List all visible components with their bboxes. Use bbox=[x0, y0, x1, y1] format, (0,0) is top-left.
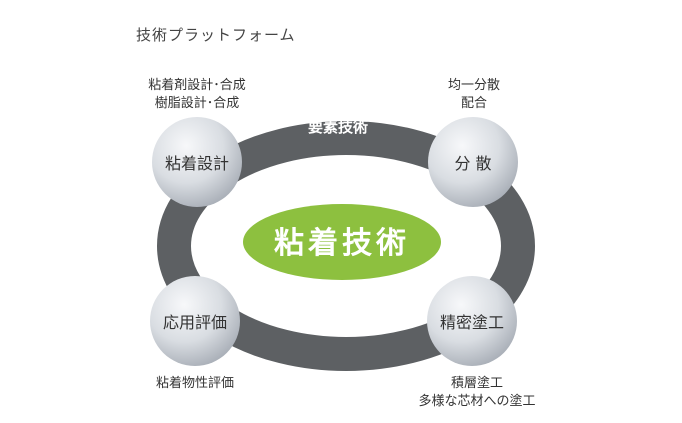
caption-application-evaluation: 粘着物性評価 bbox=[130, 375, 260, 393]
caption-dispersion-line2: 配合 bbox=[460, 96, 487, 111]
ring-label: 要素技術 bbox=[308, 118, 368, 136]
caption-precision-coating-line2: 多様な芯材への塗工 bbox=[418, 394, 536, 409]
node-adhesive-design-label: 粘着設計 bbox=[165, 154, 229, 173]
caption-adhesive-design-line1: 粘着剤設計･合成 bbox=[148, 78, 246, 93]
node-dispersion-label: 分 散 bbox=[454, 154, 491, 173]
node-dispersion bbox=[428, 117, 518, 207]
caption-precision-coating: 積層塗工 多様な芯材への塗工 bbox=[392, 375, 562, 411]
node-adhesive-design bbox=[152, 117, 242, 207]
node-application-evaluation-label: 応用評価 bbox=[163, 313, 227, 332]
caption-application-evaluation-line1: 粘着物性評価 bbox=[155, 376, 234, 391]
node-precision-coating-label: 精密塗工 bbox=[440, 313, 504, 332]
page-title: 技術プラットフォーム bbox=[136, 26, 296, 44]
node-precision-coating bbox=[427, 276, 517, 366]
caption-precision-coating-line1: 積層塗工 bbox=[450, 376, 503, 391]
node-application-evaluation bbox=[150, 276, 240, 366]
caption-dispersion: 均一分散 配合 bbox=[424, 77, 524, 113]
center-ellipse bbox=[243, 204, 441, 280]
center-label: 粘着技術 bbox=[274, 226, 410, 261]
caption-dispersion-line1: 均一分散 bbox=[447, 78, 500, 93]
caption-adhesive-design: 粘着剤設計･合成 樹脂設計･合成 bbox=[127, 77, 267, 113]
elemental-technology-ring bbox=[157, 121, 535, 371]
caption-adhesive-design-line2: 樹脂設計･合成 bbox=[154, 96, 240, 111]
